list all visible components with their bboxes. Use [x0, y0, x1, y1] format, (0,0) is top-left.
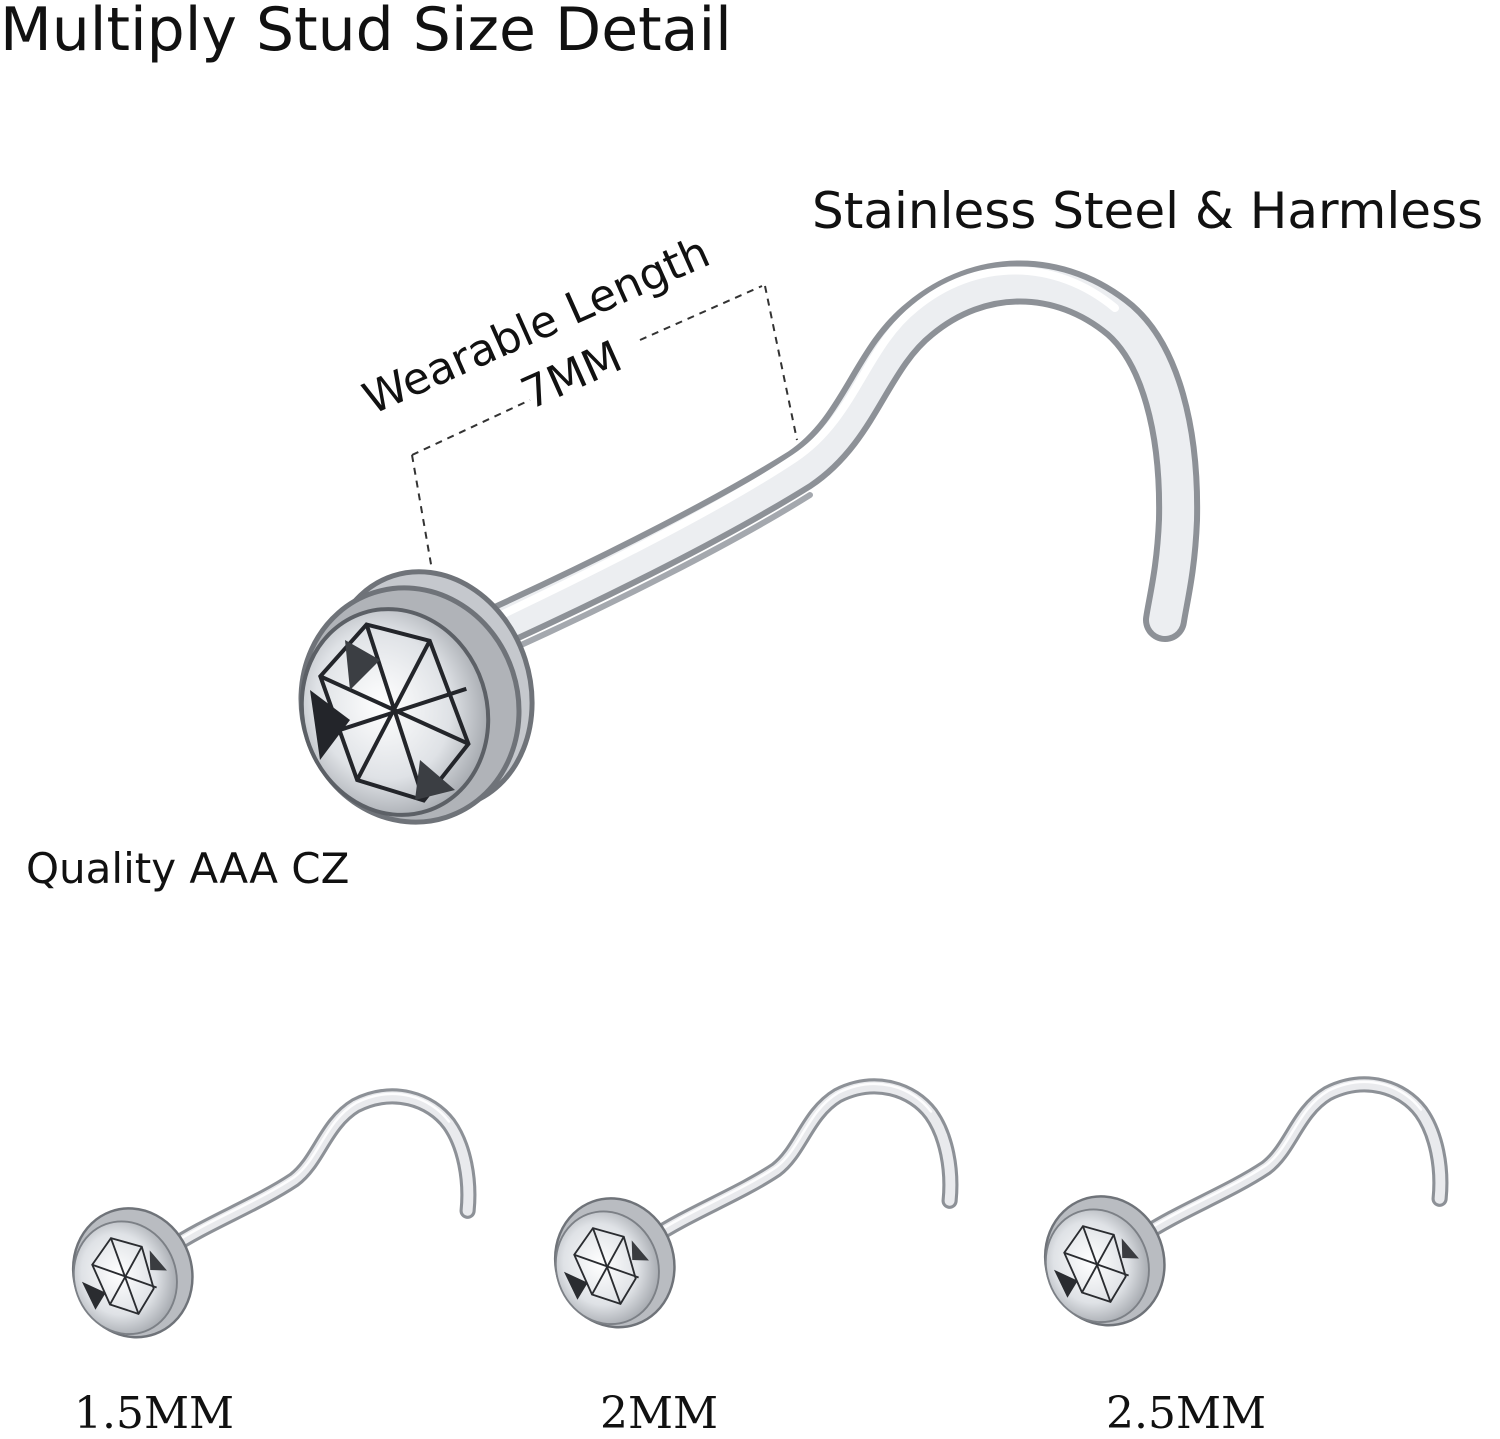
- stone-quality-label: Quality AAA CZ: [26, 844, 350, 893]
- nose-stud-2.5mm-image: [1027, 1082, 1440, 1342]
- size-label-small: 1.5MM: [74, 1388, 235, 1439]
- size-label-medium: 2MM: [600, 1388, 719, 1439]
- page-title: Multiply Stud Size Detail: [0, 0, 732, 65]
- nose-stud-1.5mm-image: [55, 1094, 468, 1354]
- wearable-length-dimension: [411, 285, 798, 571]
- size-label-large: 2.5MM: [1106, 1388, 1267, 1439]
- nose-stud-large-image: [298, 260, 1201, 825]
- nose-stud-2mm-image: [537, 1084, 950, 1344]
- material-label: Stainless Steel & Harmless: [812, 182, 1484, 240]
